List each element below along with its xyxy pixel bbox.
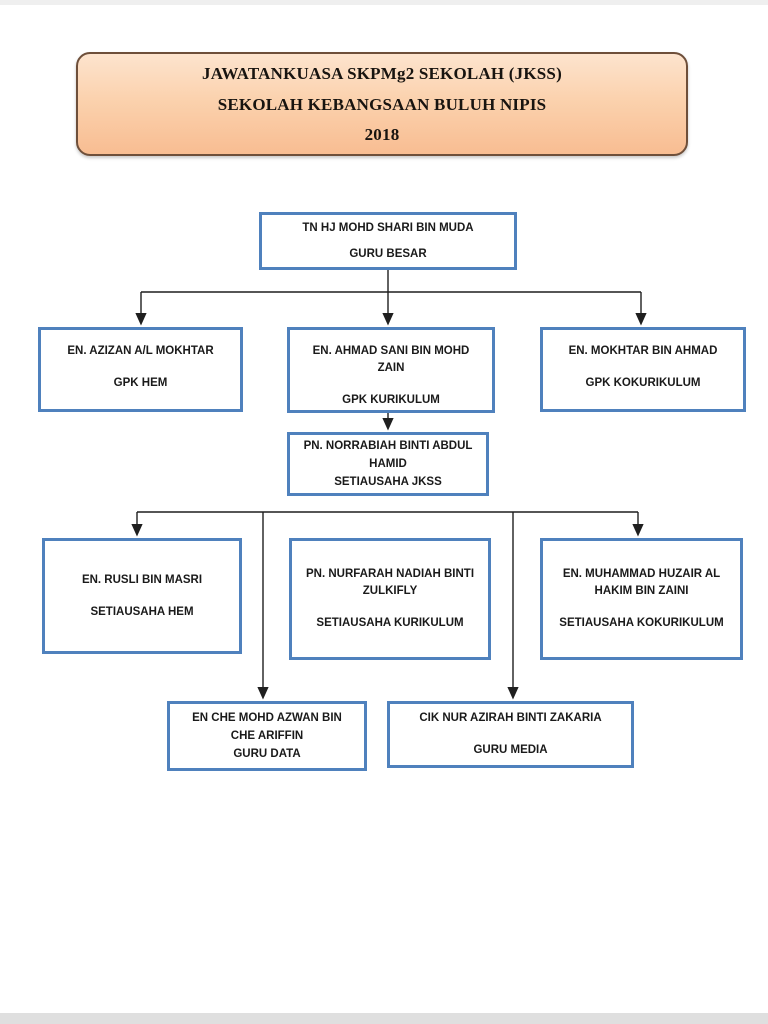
person-role: SETIAUSAHA JKSS	[334, 476, 442, 488]
org-node-guru-media: CIK NUR AZIRAH BINTI ZAKARIA GURU MEDIA	[387, 701, 634, 768]
person-name: EN CHE MOHD AZWAN BIN CHE ARIFFIN	[192, 712, 342, 742]
page-top-edge	[0, 0, 768, 5]
person-role: GURU DATA	[233, 748, 301, 760]
org-node-gpk-kurikulum: EN. AHMAD SANI BIN MOHD ZAIN GPK KURIKUL…	[287, 327, 495, 413]
person-name: EN. MOKHTAR BIN AHMAD	[568, 345, 718, 357]
title-line-1: JAWATANKUASA SKPMg2 SEKOLAH (JKSS)	[202, 64, 562, 84]
person-name: PN. NURFARAH NADIAH BINTI ZULKIFLY	[305, 568, 475, 597]
org-node-setiausaha-hem: EN. RUSLI BIN MASRI SETIAUSAHA HEM	[42, 538, 242, 654]
person-role: GURU BESAR	[349, 247, 427, 260]
org-node-setiausaha-jkss: PN. NORRABIAH BINTI ABDUL HAMID SETIAUSA…	[287, 432, 489, 496]
person-name: EN. RUSLI BIN MASRI	[81, 573, 203, 586]
title-line-3: 2018	[364, 124, 400, 144]
person-name: EN. MUHAMMAD HUZAIR AL HAKIM BIN ZAINI	[562, 568, 721, 597]
page-bottom-edge	[0, 1013, 768, 1024]
person-name: TN HJ MOHD SHARI BIN MUDA	[302, 221, 474, 234]
org-node-setiausaha-kurikulum: PN. NURFARAH NADIAH BINTI ZULKIFLY SETIA…	[289, 538, 491, 660]
person-role: GURU MEDIA	[473, 744, 548, 756]
org-node-gpk-kokurikulum: EN. MOKHTAR BIN AHMAD GPK KOKURIKULUM	[540, 327, 746, 412]
person-role: GPK KOKURIKULUM	[585, 377, 701, 389]
person-name: CIK NUR AZIRAH BINTI ZAKARIA	[419, 712, 602, 724]
person-role: SETIAUSAHA KURIKULUM	[316, 617, 464, 629]
org-node-gpk-hem: EN. AZIZAN A/L MOKHTAR GPK HEM	[38, 327, 243, 412]
org-node-setiausaha-kokurikulum: EN. MUHAMMAD HUZAIR AL HAKIM BIN ZAINI S…	[540, 538, 743, 660]
person-role: SETIAUSAHA HEM	[90, 605, 194, 618]
person-name: PN. NORRABIAH BINTI ABDUL HAMID	[303, 440, 473, 470]
title-banner: JAWATANKUASA SKPMg2 SEKOLAH (JKSS) SEKOL…	[76, 52, 688, 156]
person-role: SETIAUSAHA KOKURIKULUM	[559, 617, 724, 629]
org-node-guru-besar: TN HJ MOHD SHARI BIN MUDA GURU BESAR	[259, 212, 517, 270]
person-role: GPK HEM	[113, 377, 168, 389]
title-line-2: SEKOLAH KEBANGSAAN BULUH NIPIS	[217, 94, 547, 114]
person-name: EN. AZIZAN A/L MOKHTAR	[67, 345, 214, 357]
person-role: GPK KURIKULUM	[342, 394, 440, 406]
person-name: EN. AHMAD SANI BIN MOHD ZAIN	[312, 345, 470, 374]
org-node-guru-data: EN CHE MOHD AZWAN BIN CHE ARIFFIN GURU D…	[167, 701, 367, 771]
